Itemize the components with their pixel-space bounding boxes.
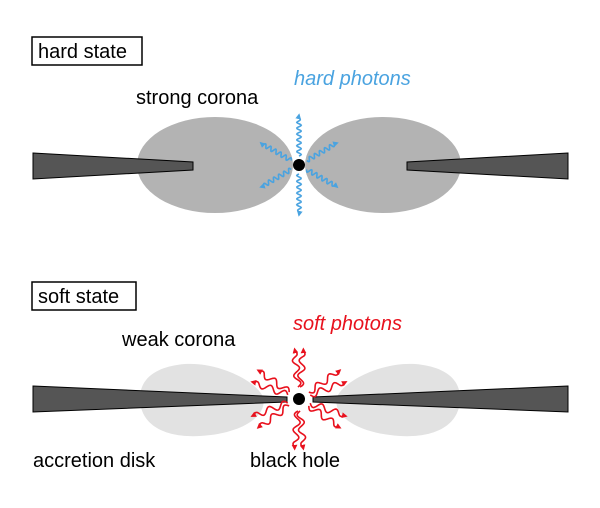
soft-photon-arrow bbox=[309, 402, 348, 419]
accretion-disk-soft-right bbox=[312, 385, 569, 413]
soft-state-label-box bbox=[31, 281, 137, 311]
accretion-disk-label: accretion disk bbox=[33, 450, 156, 472]
soft-photon-arrow bbox=[256, 369, 290, 393]
strong-corona-right bbox=[305, 117, 461, 213]
soft-photon-arrow bbox=[309, 381, 348, 398]
hard-photons-label: hard photons bbox=[294, 68, 411, 90]
hard-photon-arrow bbox=[305, 168, 339, 189]
strong-corona-left bbox=[137, 117, 293, 213]
hard-photon-arrows bbox=[259, 113, 339, 217]
soft-photon-arrow bbox=[291, 410, 301, 451]
hard-photon-arrow bbox=[259, 167, 292, 189]
soft-state-label: soft state bbox=[38, 286, 119, 308]
soft-photon-arrow bbox=[291, 347, 302, 388]
hard-state-panel: hard state strong corona hard photons bbox=[31, 36, 569, 217]
soft-photon-arrow bbox=[308, 405, 342, 429]
accretion-disk-right bbox=[406, 152, 569, 180]
black-hole-soft bbox=[293, 393, 305, 405]
soft-state-panel: soft state weak corona soft photons accr… bbox=[31, 281, 569, 472]
black-hole-label: black hole bbox=[250, 450, 340, 472]
strong-corona-label: strong corona bbox=[136, 87, 259, 109]
soft-photon-arrow bbox=[250, 400, 289, 417]
hard-photon-arrow bbox=[259, 141, 293, 162]
hard-state-label: hard state bbox=[38, 41, 127, 63]
hard-state-label-box bbox=[31, 36, 143, 66]
soft-photon-arrow bbox=[256, 404, 290, 429]
weak-corona-label: weak corona bbox=[121, 329, 236, 351]
soft-photon-arrow bbox=[296, 410, 307, 451]
black-hole-hard bbox=[293, 159, 305, 171]
hard-photon-arrow bbox=[295, 173, 303, 217]
soft-photon-arrow bbox=[297, 347, 307, 388]
soft-photon-arrow bbox=[250, 379, 289, 396]
hard-photon-arrow bbox=[306, 141, 339, 163]
soft-photons-label: soft photons bbox=[293, 313, 402, 335]
hard-photon-arrow bbox=[295, 113, 303, 157]
soft-photon-arrows bbox=[250, 347, 348, 451]
accretion-disk-left bbox=[32, 152, 194, 180]
soft-photon-arrow bbox=[308, 369, 342, 394]
